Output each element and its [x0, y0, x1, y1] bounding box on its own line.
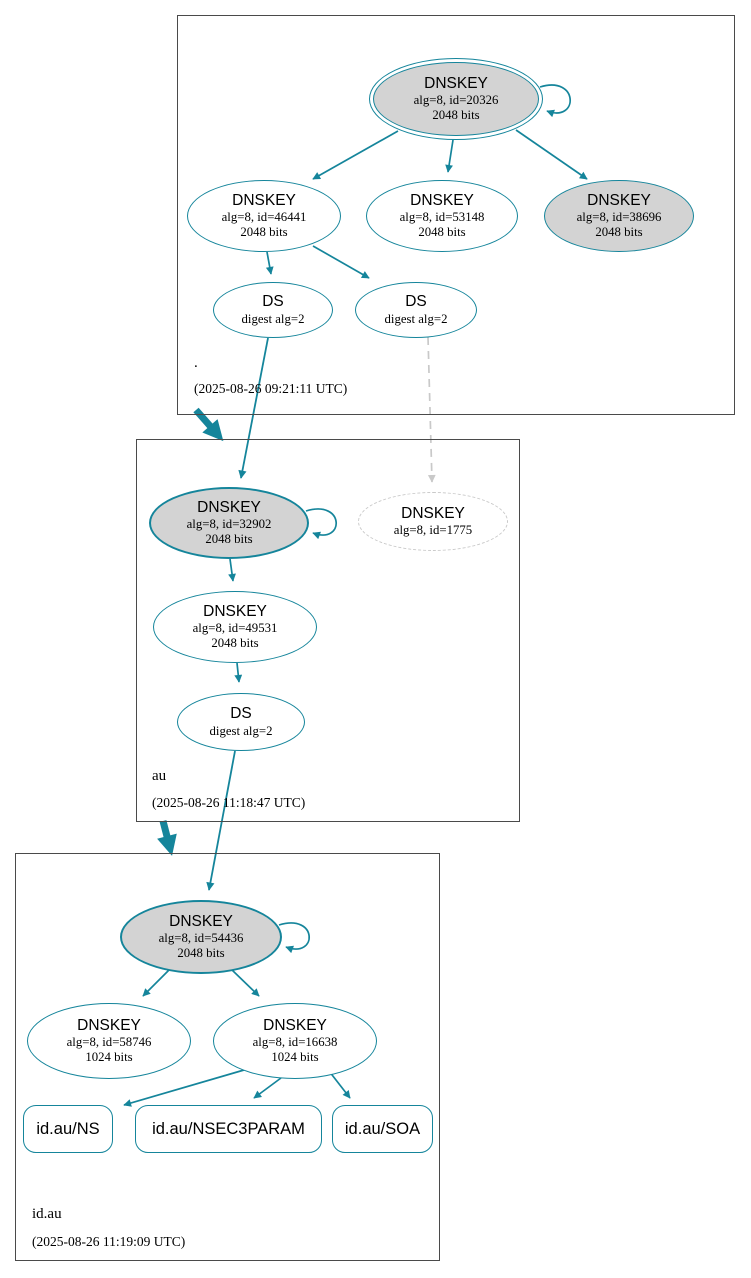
dnskey-node-32902[interactable]: DNSKEY alg=8, id=32902 2048 bits [149, 487, 309, 559]
zone-timestamp-root: (2025-08-26 09:21:11 UTC) [194, 381, 348, 396]
zone-timestamp-id-au: (2025-08-26 11:19:09 UTC) [32, 1234, 186, 1249]
edge-46441-to-ds1 [265, 251, 274, 275]
dnskey-node-1775[interactable]: DNSKEY alg=8, id=1775 [358, 492, 508, 551]
edge-root-ksk-to-38696 [515, 129, 588, 180]
dnskey-node-16638[interactable]: DNSKEY alg=8, id=16638 1024 bits [213, 1003, 377, 1079]
node-detail: alg=8, id=58746 [66, 1035, 152, 1050]
ds-node-au[interactable]: DS digest alg=2 [177, 693, 305, 751]
dnskey-node-54436[interactable]: DNSKEY alg=8, id=54436 2048 bits [120, 900, 282, 974]
node-size: 1024 bits [271, 1050, 319, 1065]
dnskey-node-38696[interactable]: DNSKEY alg=8, id=38696 2048 bits [544, 180, 694, 252]
node-detail: alg=8, id=1775 [393, 523, 473, 538]
node-size: 2048 bits [595, 225, 643, 240]
node-detail: alg=8, id=16638 [252, 1035, 338, 1050]
dnskey-node-58746[interactable]: DNSKEY alg=8, id=58746 1024 bits [27, 1003, 191, 1079]
node-title: DNSKEY [197, 498, 261, 516]
node-detail: alg=8, id=49531 [192, 621, 278, 636]
zone-label-au: au [152, 768, 167, 784]
node-detail: alg=8, id=20326 [413, 93, 499, 108]
node-detail: alg=8, id=38696 [576, 210, 662, 225]
dnskey-node-20326-inner: DNSKEY alg=8, id=20326 2048 bits [372, 61, 540, 137]
node-size: 2048 bits [211, 636, 259, 651]
ds-node-root-2[interactable]: DS digest alg=2 [355, 282, 477, 338]
node-size: 2048 bits [432, 108, 480, 123]
edge-au-ksk-to-49531 [228, 558, 236, 582]
zone-box-id-au [15, 853, 440, 1261]
edge-root-ksk-selfsign [539, 84, 571, 118]
edge-zone-au-to-idau [157, 820, 177, 856]
edge-idau-ksk-selfsign [278, 922, 310, 954]
zone-label-root: . [194, 355, 198, 371]
edge-au-ksk-selfsign [305, 508, 337, 540]
dnskey-node-46441[interactable]: DNSKEY alg=8, id=46441 2048 bits [187, 180, 341, 252]
zone-box-root [177, 15, 735, 415]
node-title: DNSKEY [587, 191, 651, 209]
ds-node-root-1[interactable]: DS digest alg=2 [213, 282, 333, 338]
node-title: DNSKEY [169, 912, 233, 930]
zone-box-au [136, 439, 520, 822]
rrset-node-id-au-soa[interactable]: id.au/SOA [332, 1105, 433, 1153]
node-size: 2048 bits [205, 532, 253, 547]
rrset-label: id.au/SOA [344, 1119, 421, 1138]
edge-16638-to-nsec3param [253, 1077, 282, 1099]
zone-label-id-au: id.au [32, 1206, 62, 1222]
node-title: DNSKEY [263, 1016, 327, 1034]
node-size: 2048 bits [177, 946, 225, 961]
edge-16638-to-ns [123, 1069, 245, 1107]
edge-idau-ksk-to-16638 [230, 968, 260, 997]
rrset-label: id.au/NS [36, 1119, 100, 1138]
edge-16638-to-soa [328, 1070, 351, 1099]
rrset-node-id-au-ns[interactable]: id.au/NS [23, 1105, 113, 1153]
node-detail: alg=8, id=46441 [221, 210, 307, 225]
dnskey-node-49531[interactable]: DNSKEY alg=8, id=49531 2048 bits [153, 591, 317, 663]
node-size: 2048 bits [240, 225, 288, 240]
edge-au-ds-to-idau-ksk [206, 750, 236, 891]
node-title: DNSKEY [232, 191, 296, 209]
rrset-label: id.au/NSEC3PARAM [152, 1119, 305, 1138]
node-title: DNSKEY [410, 191, 474, 209]
edge-root-ds1-to-au-ksk [238, 337, 269, 479]
node-title: DNSKEY [77, 1016, 141, 1034]
edge-49531-to-ds [234, 662, 243, 683]
dnskey-node-53148[interactable]: DNSKEY alg=8, id=53148 2048 bits [366, 180, 518, 252]
node-detail: digest alg=2 [384, 311, 448, 326]
node-title: DS [230, 705, 252, 723]
zone-timestamp-au: (2025-08-26 11:18:47 UTC) [152, 795, 306, 810]
edge-root-ksk-to-46441 [312, 130, 399, 180]
rrset-node-id-au-nsec3param[interactable]: id.au/NSEC3PARAM [135, 1105, 322, 1153]
node-title: DNSKEY [203, 602, 267, 620]
node-title: DNSKEY [401, 504, 465, 522]
node-size: 1024 bits [85, 1050, 133, 1065]
node-detail: alg=8, id=32902 [186, 517, 272, 532]
node-detail: alg=8, id=53148 [399, 210, 485, 225]
node-detail: digest alg=2 [241, 311, 305, 326]
node-title: DS [405, 293, 427, 311]
node-detail: alg=8, id=54436 [158, 931, 244, 946]
node-title: DS [262, 293, 284, 311]
node-size: 2048 bits [418, 225, 466, 240]
edge-root-ds2-to-au-1775 [427, 336, 436, 483]
edge-idau-ksk-to-58746 [142, 968, 171, 997]
edge-root-ksk-to-53148 [445, 139, 454, 173]
node-detail: digest alg=2 [209, 723, 273, 738]
node-title: DNSKEY [424, 74, 488, 92]
dnskey-node-20326[interactable]: DNSKEY alg=8, id=20326 2048 bits [369, 58, 543, 140]
edge-46441-to-ds2 [312, 245, 370, 279]
